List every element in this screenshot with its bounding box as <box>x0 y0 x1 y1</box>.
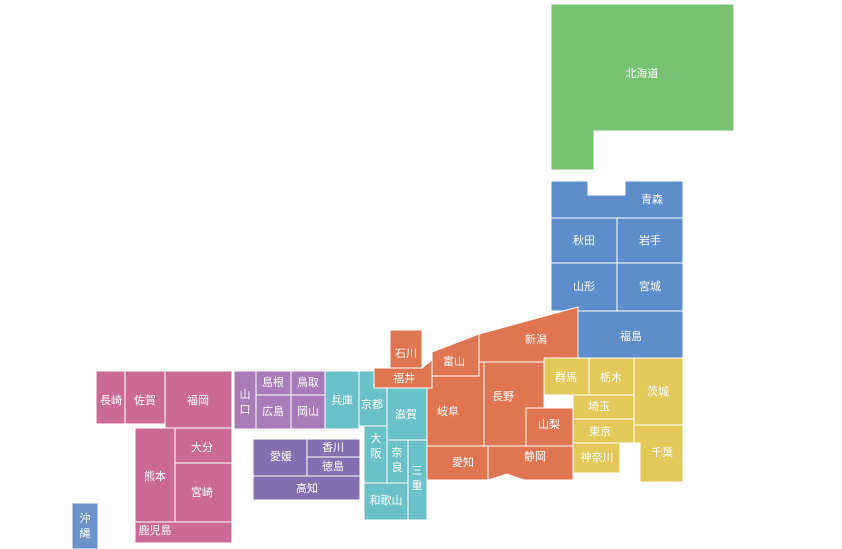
pref-okayama[interactable]: 岡山 <box>290 394 326 430</box>
pref-gunma-label: 群馬 <box>555 370 577 384</box>
pref-tokushima-label: 徳島 <box>322 459 344 473</box>
pref-hyogo-label: 兵庫 <box>331 393 353 407</box>
pref-nara-label: 奈良 <box>392 445 403 474</box>
pref-kanagawa[interactable]: 神奈川 <box>572 442 621 474</box>
pref-kochi[interactable]: 高知 <box>252 475 361 501</box>
pref-yamaguchi[interactable]: 山口 <box>233 370 257 430</box>
pref-oita-label: 大分 <box>191 440 213 454</box>
pref-tottori[interactable]: 鳥取 <box>290 370 326 396</box>
pref-aomori-label: 青森 <box>641 192 663 206</box>
pref-kumamoto[interactable]: 熊本 <box>134 427 176 523</box>
pref-shizuoka-label: 静岡 <box>524 449 546 463</box>
pref-gunma[interactable]: 群馬 <box>543 357 590 396</box>
pref-shiga[interactable]: 滋賀 <box>386 387 428 441</box>
pref-yamanashi[interactable]: 山梨 <box>525 407 574 447</box>
pref-fukuoka-label: 福岡 <box>187 393 209 407</box>
pref-miyazaki[interactable]: 宮崎 <box>174 462 233 523</box>
pref-ehime-label: 愛媛 <box>270 449 292 463</box>
pref-shimane[interactable]: 島根 <box>255 370 292 396</box>
pref-tottori-label: 鳥取 <box>297 375 319 389</box>
pref-akita[interactable]: 秋田 <box>550 217 618 264</box>
pref-kagoshima[interactable]: 鹿児島 <box>134 521 233 544</box>
pref-shiga-label: 滋賀 <box>395 408 417 421</box>
pref-fukuoka[interactable]: 福岡 <box>164 370 233 429</box>
pref-chiba[interactable]: 千葉 <box>633 424 684 483</box>
pref-miyazaki-label: 宮崎 <box>191 485 213 499</box>
pref-fukui-label: 福井 <box>393 371 415 385</box>
pref-hokkaido-label: 北海道 <box>626 66 659 80</box>
pref-oita[interactable]: 大分 <box>174 427 233 464</box>
pref-toyama-label: 富山 <box>443 354 465 368</box>
pref-fukushima-label: 福島 <box>620 329 642 343</box>
pref-fukushima[interactable]: 福島 <box>577 310 684 359</box>
pref-okayama-label: 岡山 <box>297 405 319 418</box>
pref-aichi[interactable]: 愛知 <box>426 445 489 481</box>
pref-wakayama[interactable]: 和歌山 <box>363 482 409 521</box>
pref-miyagi[interactable]: 宮城 <box>616 262 684 312</box>
pref-saga[interactable]: 佐賀 <box>124 370 166 425</box>
pref-okinawa-label: 沖縄 <box>80 512 91 540</box>
pref-mie[interactable]: 三重 <box>407 439 428 521</box>
pref-nara[interactable]: 奈良 <box>386 439 409 484</box>
pref-chiba-label: 千葉 <box>651 445 673 459</box>
pref-miyagi-label: 宮城 <box>639 279 661 293</box>
pref-osaka[interactable]: 大阪 <box>363 425 388 484</box>
pref-osaka-label: 大阪 <box>371 431 382 460</box>
pref-iwate[interactable]: 岩手 <box>616 217 684 264</box>
pref-niigata[interactable]: 新潟 <box>478 306 579 363</box>
pref-hokkaido[interactable]: 北海道 <box>550 3 735 171</box>
pref-kagoshima-label: 鹿児島 <box>139 523 172 537</box>
pref-ibaraki-label: 茨城 <box>647 384 669 398</box>
pref-kumamoto-label: 熊本 <box>144 469 166 483</box>
pref-tochigi-label: 栃木 <box>600 370 622 384</box>
pref-saitama[interactable]: 埼玉 <box>572 394 635 420</box>
pref-kochi-label: 高知 <box>296 481 318 495</box>
pref-tokushima[interactable]: 徳島 <box>306 456 361 477</box>
pref-nagano-label: 長野 <box>492 390 514 403</box>
pref-gifu-label: 岐阜 <box>437 405 459 418</box>
pref-iwate-label: 岩手 <box>639 233 661 247</box>
pref-aichi-label: 愛知 <box>452 455 474 469</box>
pref-ibaraki[interactable]: 茨城 <box>633 357 684 426</box>
pref-ehime[interactable]: 愛媛 <box>252 438 308 477</box>
pref-shizuoka[interactable]: 静岡 <box>487 445 574 481</box>
pref-hyogo[interactable]: 兵庫 <box>324 370 360 430</box>
pref-niigata-label: 新潟 <box>525 332 547 346</box>
pref-okinawa[interactable]: 沖縄 <box>71 502 99 549</box>
pref-yamagata-label: 山形 <box>573 280 595 293</box>
pref-akita-label: 秋田 <box>573 233 595 247</box>
pref-saitama-label: 埼玉 <box>588 399 610 413</box>
pref-ishikawa-label: 石川 <box>395 347 417 360</box>
pref-nagasaki[interactable]: 長崎 <box>95 370 126 425</box>
pref-yamanashi-label: 山梨 <box>538 417 560 431</box>
pref-yamagata[interactable]: 山形 <box>550 262 618 312</box>
pref-tochigi[interactable]: 栃木 <box>588 357 635 396</box>
pref-saga-label: 佐賀 <box>134 393 156 407</box>
pref-tokyo[interactable]: 東京 <box>572 418 635 444</box>
pref-wakayama-label: 和歌山 <box>370 493 403 507</box>
pref-hiroshima-label: 広島 <box>262 404 284 418</box>
pref-shimane-label: 島根 <box>262 375 284 389</box>
pref-hiroshima[interactable]: 広島 <box>255 394 292 430</box>
pref-kyoto[interactable]: 京都 <box>358 370 388 427</box>
pref-mie-label: 三重 <box>412 464 423 492</box>
pref-kagawa[interactable]: 香川 <box>306 438 361 458</box>
pref-kyoto-label: 京都 <box>361 397 383 411</box>
pref-aomori[interactable]: 青森 <box>550 180 684 219</box>
pref-toyama[interactable]: 富山 <box>431 333 480 377</box>
pref-tokyo-label: 東京 <box>589 424 611 438</box>
pref-nagasaki-label: 長崎 <box>100 393 122 407</box>
pref-yamaguchi-label: 山口 <box>240 388 251 416</box>
pref-kanagawa-label: 神奈川 <box>581 450 614 464</box>
pref-kagawa-label: 香川 <box>322 441 344 454</box>
pref-ishikawa[interactable]: 石川 <box>389 329 423 369</box>
